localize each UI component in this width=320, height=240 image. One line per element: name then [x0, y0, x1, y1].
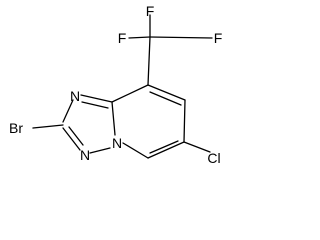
bond-c5-n4 [122, 142, 149, 159]
atom-label-fluorine-top: F [146, 3, 155, 19]
bond-cf3-f-left [128, 36, 151, 39]
bond-n4-c8a [111, 101, 116, 136]
bond-c8-c7-inner [149, 91, 182, 106]
atom-label-nitrogen-3: N [80, 147, 90, 163]
atom-label-nitrogen-4: N [112, 135, 122, 151]
bond-n1-c2 [62, 99, 74, 123]
atom-label-nitrogen-1: N [70, 88, 80, 104]
bond-c6-c5-inner [149, 140, 179, 154]
bond-c7-c6 [183, 99, 186, 143]
chemical-structure-diagram: F F F N N N Br Cl [9, 3, 222, 166]
bonds [32, 14, 213, 159]
atom-label-bromine: Br [9, 120, 23, 136]
bond-c8a-n1 [80, 94, 113, 103]
bond-c8-c7 [147, 84, 186, 101]
bond-cf3-f-right [149, 36, 213, 39]
bond-c2-br [32, 124, 64, 129]
bond-c2-n3-inner [68, 126, 84, 146]
bond-n3-n4 [89, 147, 111, 154]
bond-c8-cf3 [147, 36, 151, 86]
bond-c8a-n1-inner [81, 101, 109, 109]
atom-label-chlorine: Cl [207, 150, 220, 166]
bond-c6-c5 [147, 141, 185, 159]
bond-c6-cl [183, 141, 211, 153]
bond-c8a-c8 [111, 84, 149, 103]
atom-labels: F F F N N N Br Cl [9, 3, 222, 166]
bond-c2-n3 [62, 127, 81, 151]
atom-label-fluorine-right: F [214, 30, 223, 46]
atom-label-fluorine-left: F [118, 30, 127, 46]
